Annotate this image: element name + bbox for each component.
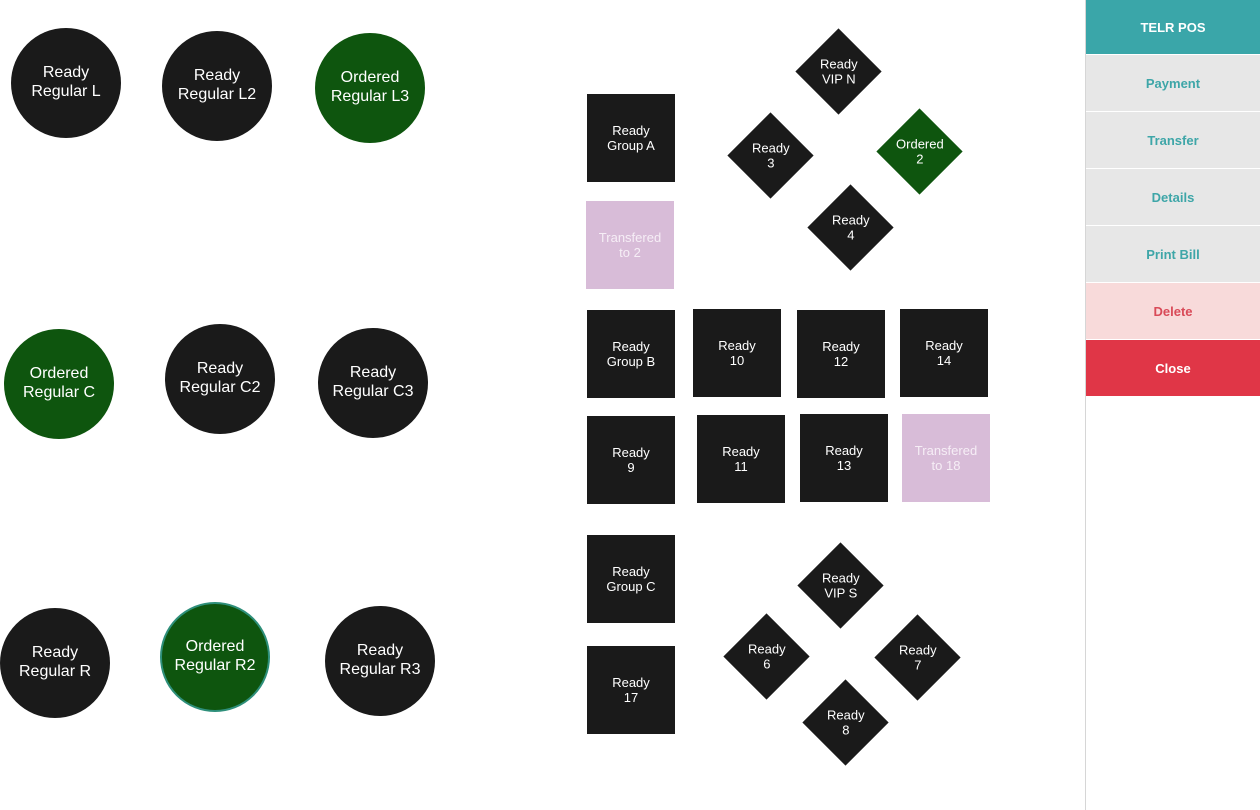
- table-name: Regular R3: [339, 661, 421, 678]
- table-status: Ready: [821, 570, 860, 586]
- table-status: Ordered: [185, 638, 245, 656]
- table-status: Ready: [612, 674, 650, 690]
- table-name: Regular C3: [332, 383, 414, 400]
- table-status: Ready: [898, 642, 937, 658]
- table-name: 2: [915, 151, 924, 167]
- table-name: to 2: [619, 245, 641, 260]
- table-name: Regular R: [18, 663, 92, 680]
- app-title: TELR POS: [1086, 0, 1260, 55]
- table-name: 3: [766, 155, 775, 171]
- table-status: Ready: [612, 338, 650, 354]
- table-name: 13: [836, 458, 852, 473]
- table-name: 14: [936, 353, 952, 368]
- table-status: Ready: [31, 644, 79, 662]
- table-status: Ready: [612, 444, 650, 460]
- table-name: Regular L3: [330, 88, 410, 105]
- table-status: Ready: [819, 56, 858, 72]
- table-status: Ordered: [340, 69, 400, 87]
- details-button[interactable]: Details: [1086, 169, 1260, 226]
- table-status: Transfered: [914, 442, 978, 458]
- table-name: Group C: [606, 579, 656, 594]
- table-status: Ordered: [895, 136, 944, 152]
- close-button[interactable]: Close: [1086, 340, 1260, 397]
- table-name: 8: [841, 722, 850, 738]
- table-name: 9: [627, 460, 635, 475]
- table-name: Regular C2: [179, 379, 261, 396]
- table-name: Regular R2: [174, 657, 256, 674]
- payment-button[interactable]: Payment: [1086, 55, 1260, 112]
- print-bill-button[interactable]: Print Bill: [1086, 226, 1260, 283]
- table-name: to 18: [931, 458, 961, 473]
- table-name: 6: [762, 656, 771, 672]
- table-name: 17: [623, 690, 639, 705]
- table-status: Ready: [612, 122, 650, 138]
- table-status: Ready: [193, 67, 241, 85]
- table-name: 7: [913, 657, 922, 673]
- table-name: Regular L2: [177, 86, 257, 103]
- table-name: 12: [833, 354, 849, 369]
- action-sidebar: TELR POS Payment Transfer Details Print …: [1085, 0, 1260, 810]
- table-status: Transfered: [598, 229, 662, 245]
- table-name: VIP N: [821, 71, 856, 87]
- table-status: Ready: [356, 642, 404, 660]
- table-status: Ready: [925, 337, 963, 353]
- delete-button[interactable]: Delete: [1086, 283, 1260, 340]
- table-name: 4: [846, 227, 855, 243]
- table-status: Ready: [718, 337, 756, 353]
- table-status: Ready: [747, 641, 786, 657]
- table-status: Ready: [612, 563, 650, 579]
- table-status: Ready: [751, 140, 790, 156]
- transfer-button[interactable]: Transfer: [1086, 112, 1260, 169]
- table-status: Ready: [831, 212, 870, 228]
- table-status: Ready: [825, 442, 863, 458]
- table-name: Regular L: [31, 83, 101, 100]
- table-name: Group A: [607, 138, 655, 153]
- table-status: Ordered: [29, 365, 89, 383]
- table-name: 11: [734, 459, 748, 474]
- table-status: Ready: [722, 443, 760, 459]
- table-status: Ready: [196, 360, 244, 378]
- table-status: Ready: [349, 364, 397, 382]
- table-name: 10: [729, 353, 745, 368]
- table-name: Regular C: [22, 384, 96, 401]
- table-status: Ready: [826, 707, 865, 723]
- table-name: VIP S: [823, 585, 858, 601]
- table-status: Ready: [42, 64, 90, 82]
- table-name: Group B: [606, 354, 656, 369]
- table-status: Ready: [822, 338, 860, 354]
